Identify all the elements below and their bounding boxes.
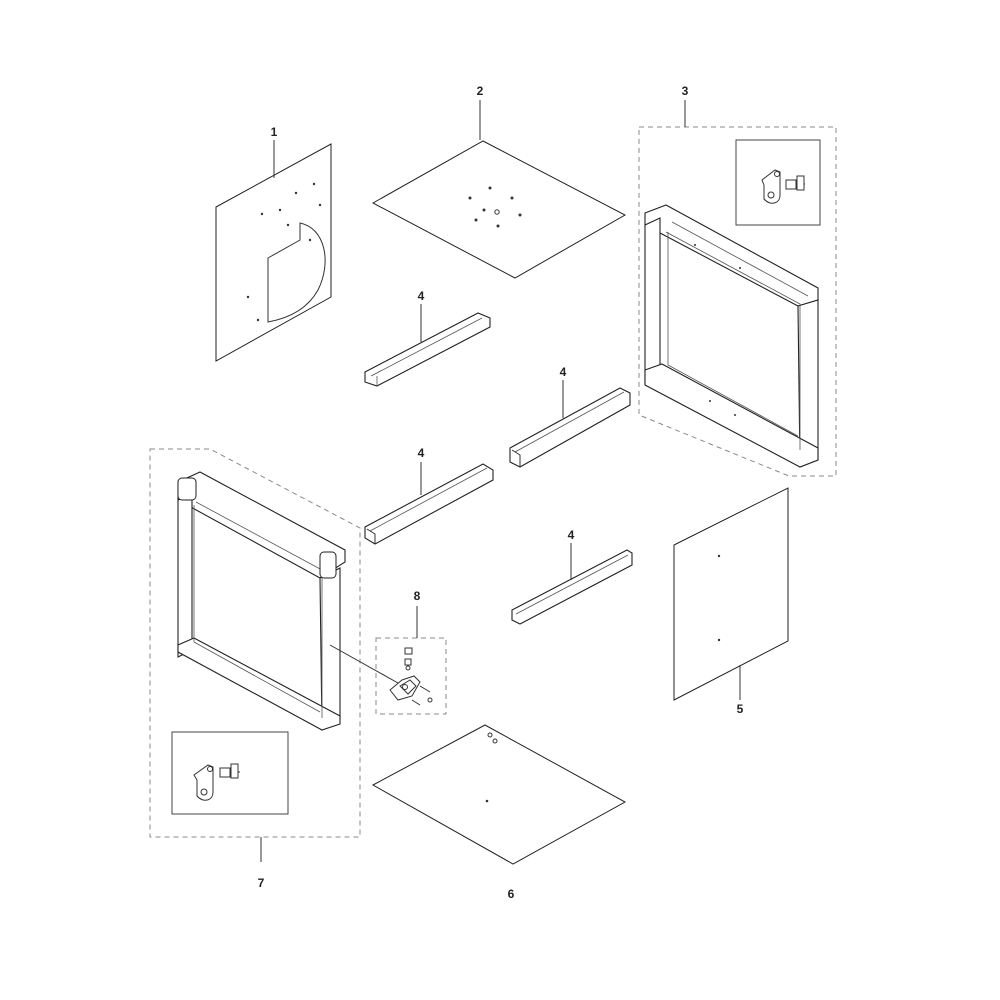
callout-8: 8 bbox=[414, 589, 421, 603]
part-4a-rail bbox=[364, 312, 491, 387]
part-4c-rail bbox=[364, 463, 494, 545]
callout-4d: 4 bbox=[568, 528, 575, 542]
part-5-back-panel bbox=[673, 487, 789, 701]
callout-6: 6 bbox=[508, 887, 515, 901]
callout-5: 5 bbox=[737, 702, 744, 716]
callout-4a: 4 bbox=[418, 289, 425, 303]
part-6-bottom-panel bbox=[371, 724, 627, 865]
part-7-bracket-detail bbox=[171, 731, 289, 815]
callout-1: 1 bbox=[271, 125, 278, 139]
part-3-frame-group bbox=[638, 100, 837, 477]
part-4d-rail bbox=[511, 549, 633, 625]
part-8-hardware-detail bbox=[375, 606, 447, 715]
callout-4b: 4 bbox=[560, 365, 567, 379]
callout-7: 7 bbox=[258, 876, 265, 890]
callout-2: 2 bbox=[477, 84, 484, 98]
part-1-side-panel bbox=[215, 143, 332, 362]
part-7-frame-group bbox=[149, 448, 399, 862]
callout-4c: 4 bbox=[418, 446, 425, 460]
part-3-bracket-detail bbox=[735, 139, 821, 226]
part-4b-rail bbox=[509, 387, 631, 468]
part-2-top-panel bbox=[371, 140, 627, 279]
callout-3: 3 bbox=[682, 84, 689, 98]
